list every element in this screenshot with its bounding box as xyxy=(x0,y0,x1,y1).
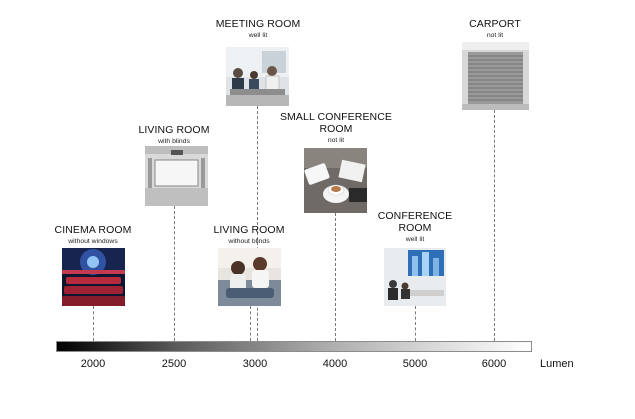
room-subtitle: well lit xyxy=(248,32,268,39)
lumen-gradient-bar xyxy=(56,341,532,352)
room-label-living-room-blinds: LIVING ROOM with blinds xyxy=(124,124,224,146)
connector-living-room-no-blinds-left xyxy=(250,306,251,341)
living-room-blinds-photo xyxy=(145,146,208,206)
room-label-conference-room: CONFERENCE ROOM well lit xyxy=(370,210,460,244)
room-title-line-2: ROOM xyxy=(398,222,432,234)
room-title: CARPORT xyxy=(469,18,521,30)
tick-label-3000: 3000 xyxy=(242,358,268,370)
conference-room-photo xyxy=(384,248,446,306)
carport-photo xyxy=(462,42,529,110)
cinema-room-photo xyxy=(62,248,125,306)
room-subtitle: without blinds xyxy=(228,238,270,245)
room-title-line-2: ROOM xyxy=(319,123,353,135)
room-title-line-1: SMALL CONFERENCE xyxy=(279,111,393,123)
connector-meeting-room xyxy=(257,106,258,341)
room-title: LIVING ROOM xyxy=(138,124,210,136)
axis-unit-label: Lumen xyxy=(540,358,574,370)
connector-conference-room xyxy=(415,306,416,341)
connector-small-conference-room xyxy=(335,213,336,341)
connector-carport xyxy=(494,110,495,341)
living-room-no-blinds-photo xyxy=(218,248,281,306)
room-label-meeting-room: MEETING ROOM well lit xyxy=(201,18,315,40)
room-title: CINEMA ROOM xyxy=(54,224,132,236)
tick-label-2000: 2000 xyxy=(80,358,106,370)
room-subtitle: well lit xyxy=(405,236,425,243)
room-label-small-conference-room: SMALL CONFERENCE ROOM not lit xyxy=(278,111,394,145)
meeting-room-photo xyxy=(226,47,289,106)
small-conference-room-photo xyxy=(304,148,367,213)
room-label-carport: CARPORT not lit xyxy=(445,18,545,40)
room-label-cinema-room: CINEMA ROOM without windows xyxy=(43,224,143,246)
room-subtitle: without windows xyxy=(68,238,118,245)
tick-label-4000: 4000 xyxy=(322,358,348,370)
room-title: MEETING ROOM xyxy=(215,18,301,30)
room-title: LIVING ROOM xyxy=(213,224,285,236)
room-subtitle: with blinds xyxy=(158,138,190,145)
room-subtitle: not lit xyxy=(327,137,345,144)
room-label-living-room-no-blinds: LIVING ROOM without blinds xyxy=(199,224,299,246)
connector-living-room-blinds xyxy=(174,206,175,341)
tick-label-2500: 2500 xyxy=(161,358,187,370)
tick-label-5000: 5000 xyxy=(402,358,428,370)
connector-cinema-room xyxy=(93,306,94,341)
room-subtitle: not lit xyxy=(486,32,504,39)
tick-label-6000: 6000 xyxy=(481,358,507,370)
room-title-line-1: CONFERENCE xyxy=(377,210,453,222)
